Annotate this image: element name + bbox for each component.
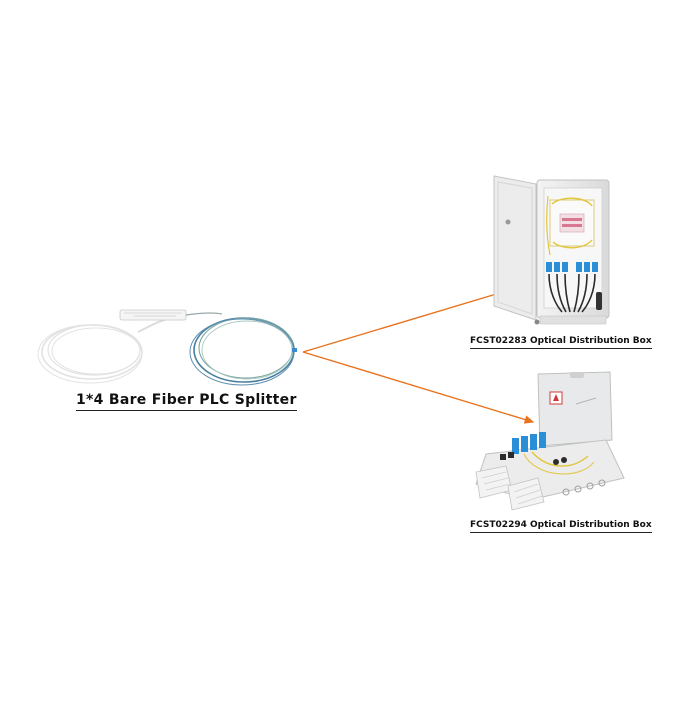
box-2-label: FCST02294 Optical Distribution Box	[470, 520, 652, 533]
box-1-label-text: FCST02283 Optical Distribution Box	[470, 336, 652, 349]
drop-cables	[548, 273, 596, 313]
splice-tray	[546, 195, 595, 256]
cable-ports	[562, 479, 606, 496]
grommet-strips	[475, 465, 545, 511]
plc-splitter-image	[37, 309, 297, 386]
splitter-label: 1*4 Bare Fiber PLC Splitter	[76, 392, 297, 411]
box-door	[493, 175, 537, 321]
splitter-label-text: 1*4 Bare Fiber PLC Splitter	[76, 392, 297, 411]
box-lid	[537, 371, 613, 447]
box-2-label-text: FCST02294 Optical Distribution Box	[470, 520, 652, 533]
adapter-block	[512, 432, 546, 454]
white-fiber-coil	[37, 324, 143, 384]
distribution-box-2-image	[475, 371, 625, 511]
adapter-row	[546, 262, 598, 272]
arrow-to-box-2	[302, 351, 535, 424]
colored-fiber-coil	[189, 317, 295, 386]
distribution-box-1-image	[493, 175, 610, 325]
box-1-label: FCST02283 Optical Distribution Box	[470, 336, 652, 349]
cable-plugs	[500, 452, 567, 465]
output-fibers	[185, 312, 223, 316]
splitter-tube	[119, 309, 187, 321]
